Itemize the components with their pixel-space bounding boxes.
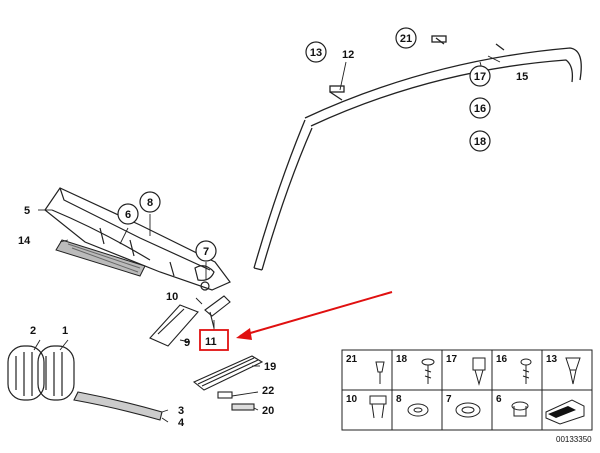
callout-21-label: 21 [400, 33, 412, 45]
parts-legend-table: 21 18 17 16 13 10 8 7 6 [341, 349, 593, 444]
callout-13: 13 [305, 41, 327, 63]
callout-16-label: 16 [474, 103, 486, 115]
roof-trim-moulding [253, 35, 582, 271]
nut-icon-6 [511, 401, 529, 417]
callout-17: 17 [469, 65, 491, 87]
callout-7: 7 [195, 240, 217, 262]
direction-arrow-icon [545, 399, 585, 425]
callout-10: 10 [166, 291, 178, 303]
highlight-arrow [236, 291, 393, 340]
callout-15: 15 [516, 71, 528, 83]
callout-5: 5 [24, 205, 30, 217]
legend-21: 21 [346, 354, 358, 365]
callout-8: 8 [139, 191, 161, 213]
callout-6: 6 [117, 203, 139, 225]
clip-icon-17 [472, 357, 486, 386]
callout-1: 1 [62, 325, 68, 337]
callout-18-label: 18 [474, 136, 486, 148]
clip-icon-13 [565, 357, 581, 385]
screw-icon-18 [421, 358, 435, 384]
callout-17-label: 17 [474, 71, 486, 83]
callout-14: 14 [18, 235, 31, 247]
grommet-icon-8 [407, 403, 429, 417]
legend-8: 8 [396, 394, 402, 405]
callout-2: 2 [30, 325, 36, 337]
clip-icon-21 [375, 361, 385, 384]
callout-16: 16 [469, 97, 491, 119]
callout-9: 9 [184, 337, 190, 349]
screw-icon-16 [520, 358, 532, 384]
vent-grille [192, 355, 264, 411]
front-trim-strip [73, 391, 163, 421]
callout-7-label: 7 [203, 246, 209, 258]
legend-13: 13 [546, 354, 558, 365]
legend-16: 16 [496, 354, 508, 365]
clip-icon-10 [369, 395, 387, 419]
legend-17: 17 [446, 354, 458, 365]
callout-11: 11 [205, 336, 217, 348]
legend-18: 18 [396, 354, 408, 365]
callout-12: 12 [342, 49, 354, 61]
callout-11-highlight: 11 [199, 329, 229, 351]
callout-21: 21 [395, 27, 417, 49]
bracket-parts [149, 295, 231, 347]
kidney-grilles [7, 345, 75, 401]
cowl-panel [44, 187, 231, 291]
callout-8-label: 8 [147, 197, 153, 209]
callout-22: 22 [262, 385, 274, 397]
drawing-number: 00133350 [556, 435, 592, 444]
grille-strip [55, 239, 146, 277]
callout-3: 3 [178, 405, 184, 417]
grommet-icon-7 [455, 402, 481, 418]
callout-13-label: 13 [310, 47, 322, 59]
legend-7: 7 [446, 394, 452, 405]
callout-4: 4 [178, 417, 185, 429]
callout-18: 18 [469, 130, 491, 152]
legend-6: 6 [496, 394, 502, 405]
callout-19: 19 [264, 361, 276, 373]
callout-6-label: 6 [125, 209, 131, 221]
legend-10: 10 [346, 394, 358, 405]
callout-20: 20 [262, 405, 274, 417]
